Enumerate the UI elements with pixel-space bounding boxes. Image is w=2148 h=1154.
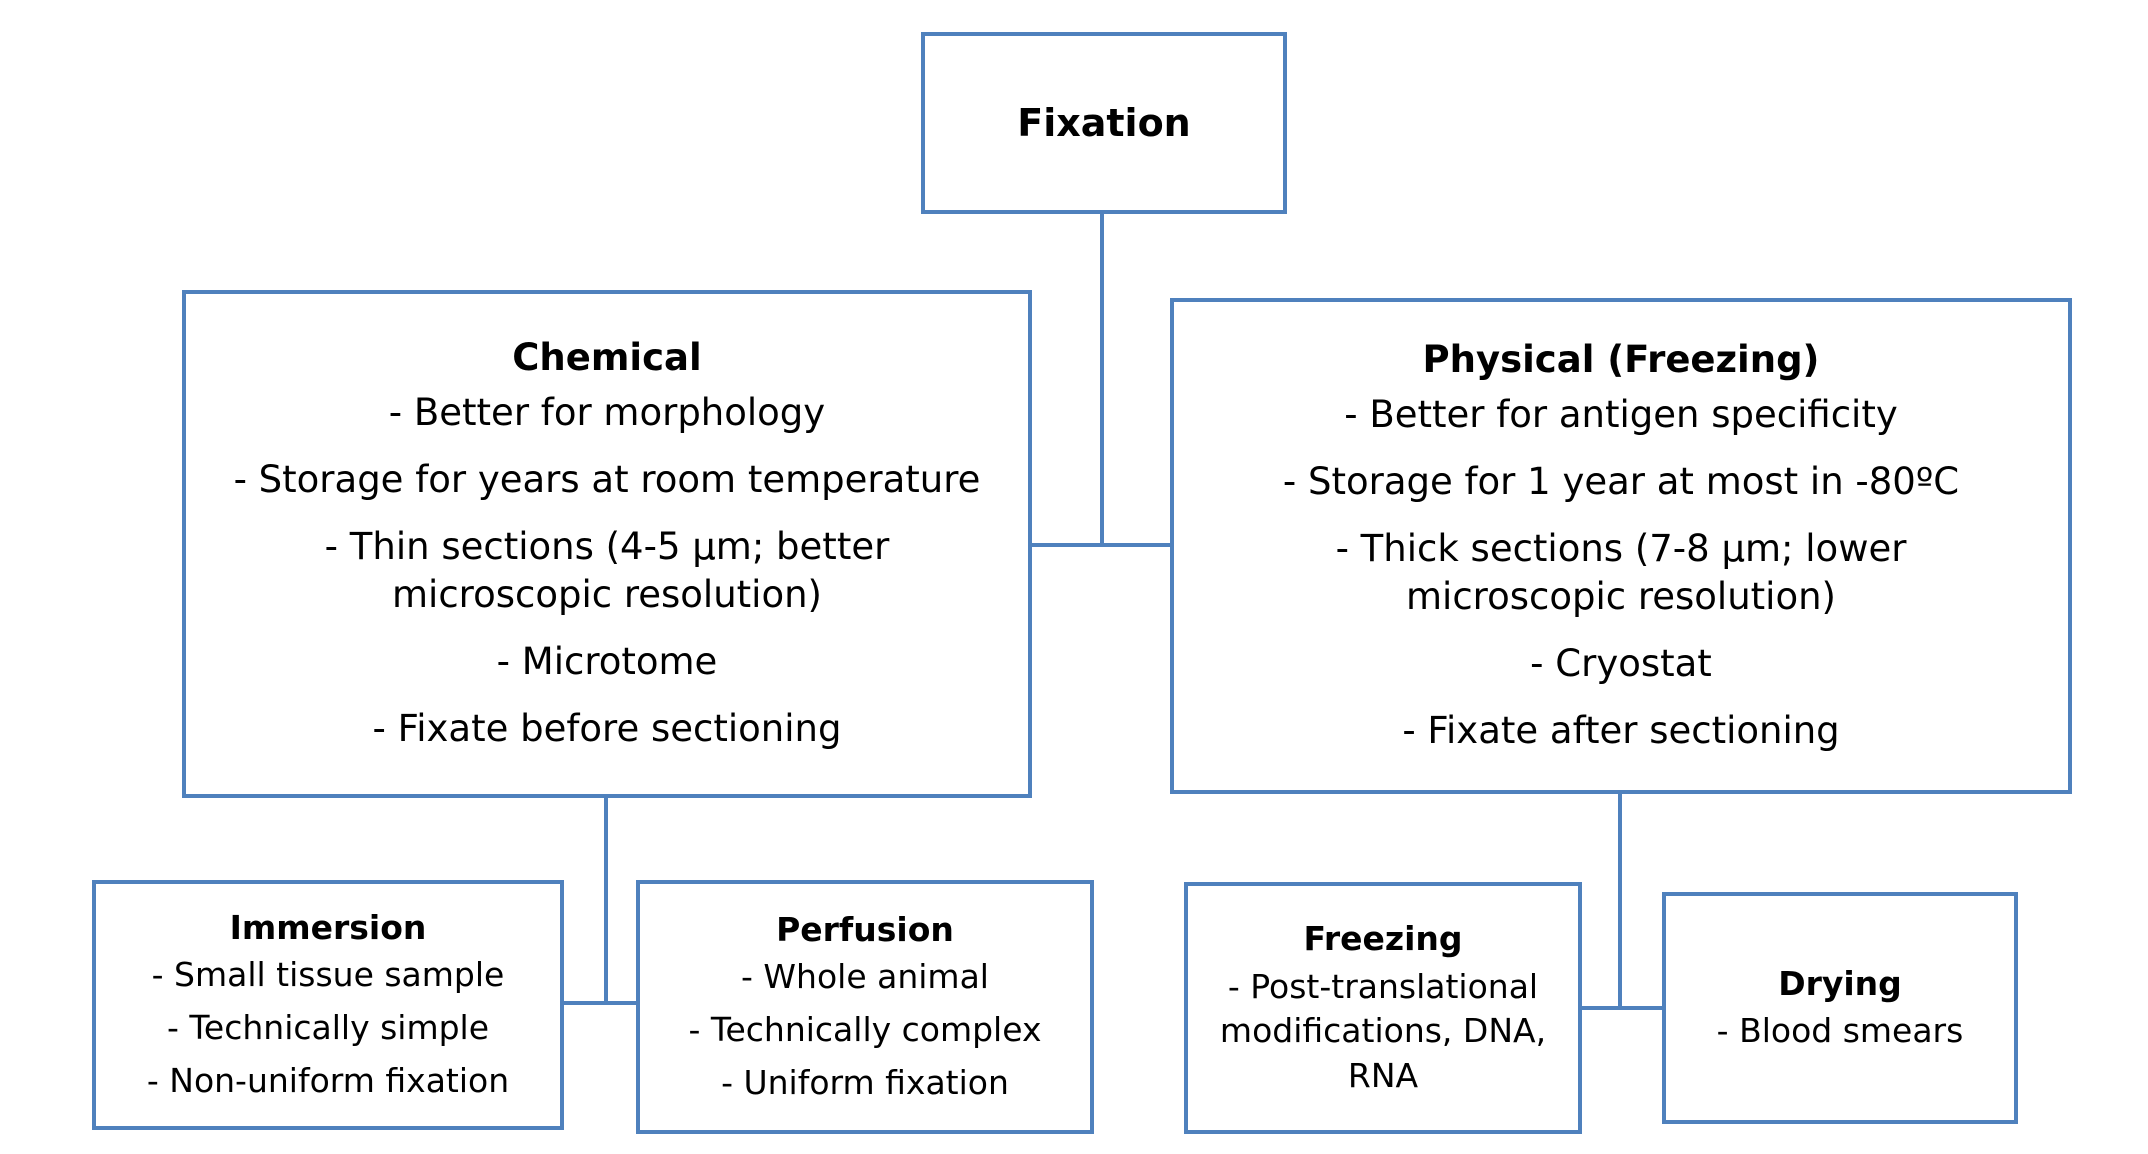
physical-item: - Fixate after sectioning	[1402, 709, 1840, 753]
freezing-item: - Post-translational modifications, DNA,…	[1219, 966, 1547, 1095]
drying-list: - Blood smears	[1717, 1010, 1964, 1053]
perfusion-item: - Whole animal	[741, 957, 989, 997]
chemical-item: - Fixate before sectioning	[372, 707, 842, 751]
drying-title: Drying	[1778, 964, 1902, 1004]
drying-box: Drying - Blood smears	[1662, 892, 2018, 1124]
immersion-list: - Small tissue sample - Technically simp…	[147, 954, 509, 1103]
chemical-title: Chemical	[512, 335, 702, 379]
drying-item: - Blood smears	[1716, 1011, 1964, 1050]
immersion-item: - Non-uniform fixation	[146, 1060, 510, 1100]
fixation-title: Fixation	[1017, 101, 1191, 145]
immersion-title: Immersion	[229, 908, 427, 948]
chemical-item: - Thin sections (4-5 µm; better microsco…	[324, 525, 890, 617]
physical-item: - Thick sections (7-8 µm; lower microsco…	[1335, 527, 1907, 619]
perfusion-title: Perfusion	[776, 910, 954, 950]
physical-box: Physical (Freezing) - Better for antigen…	[1170, 298, 2072, 794]
physical-item: - Storage for 1 year at most in -80ºC	[1282, 459, 1960, 503]
freezing-title: Freezing	[1303, 918, 1463, 958]
physical-item: - Cryostat	[1530, 642, 1712, 686]
perfusion-item: - Uniform fixation	[721, 1062, 1009, 1102]
freezing-list: - Post-translational modifications, DNA,…	[1212, 965, 1554, 1099]
chemical-box: Chemical - Better for morphology - Stora…	[182, 290, 1032, 798]
perfusion-item: - Technically complex	[688, 1010, 1042, 1049]
chemical-list: - Better for morphology - Storage for ye…	[206, 389, 1008, 754]
immersion-item: - Small tissue sample	[151, 955, 505, 995]
physical-title: Physical (Freezing)	[1422, 337, 1820, 381]
perfusion-list: - Whole animal - Technically complex - U…	[689, 956, 1042, 1105]
immersion-box: Immersion - Small tissue sample - Techni…	[92, 880, 564, 1130]
physical-item: - Better for antigen specificity	[1344, 392, 1898, 436]
physical-list: - Better for antigen specificity - Stora…	[1194, 391, 2048, 756]
fixation-box: Fixation	[921, 32, 1287, 214]
perfusion-box: Perfusion - Whole animal - Technically c…	[636, 880, 1094, 1134]
immersion-item: - Technically simple	[166, 1008, 490, 1047]
chemical-item: - Microtome	[496, 640, 718, 684]
freezing-box: Freezing - Post-translational modificati…	[1184, 882, 1582, 1134]
chemical-item: - Storage for years at room temperature	[233, 457, 981, 501]
chemical-item: - Better for morphology	[388, 390, 826, 434]
